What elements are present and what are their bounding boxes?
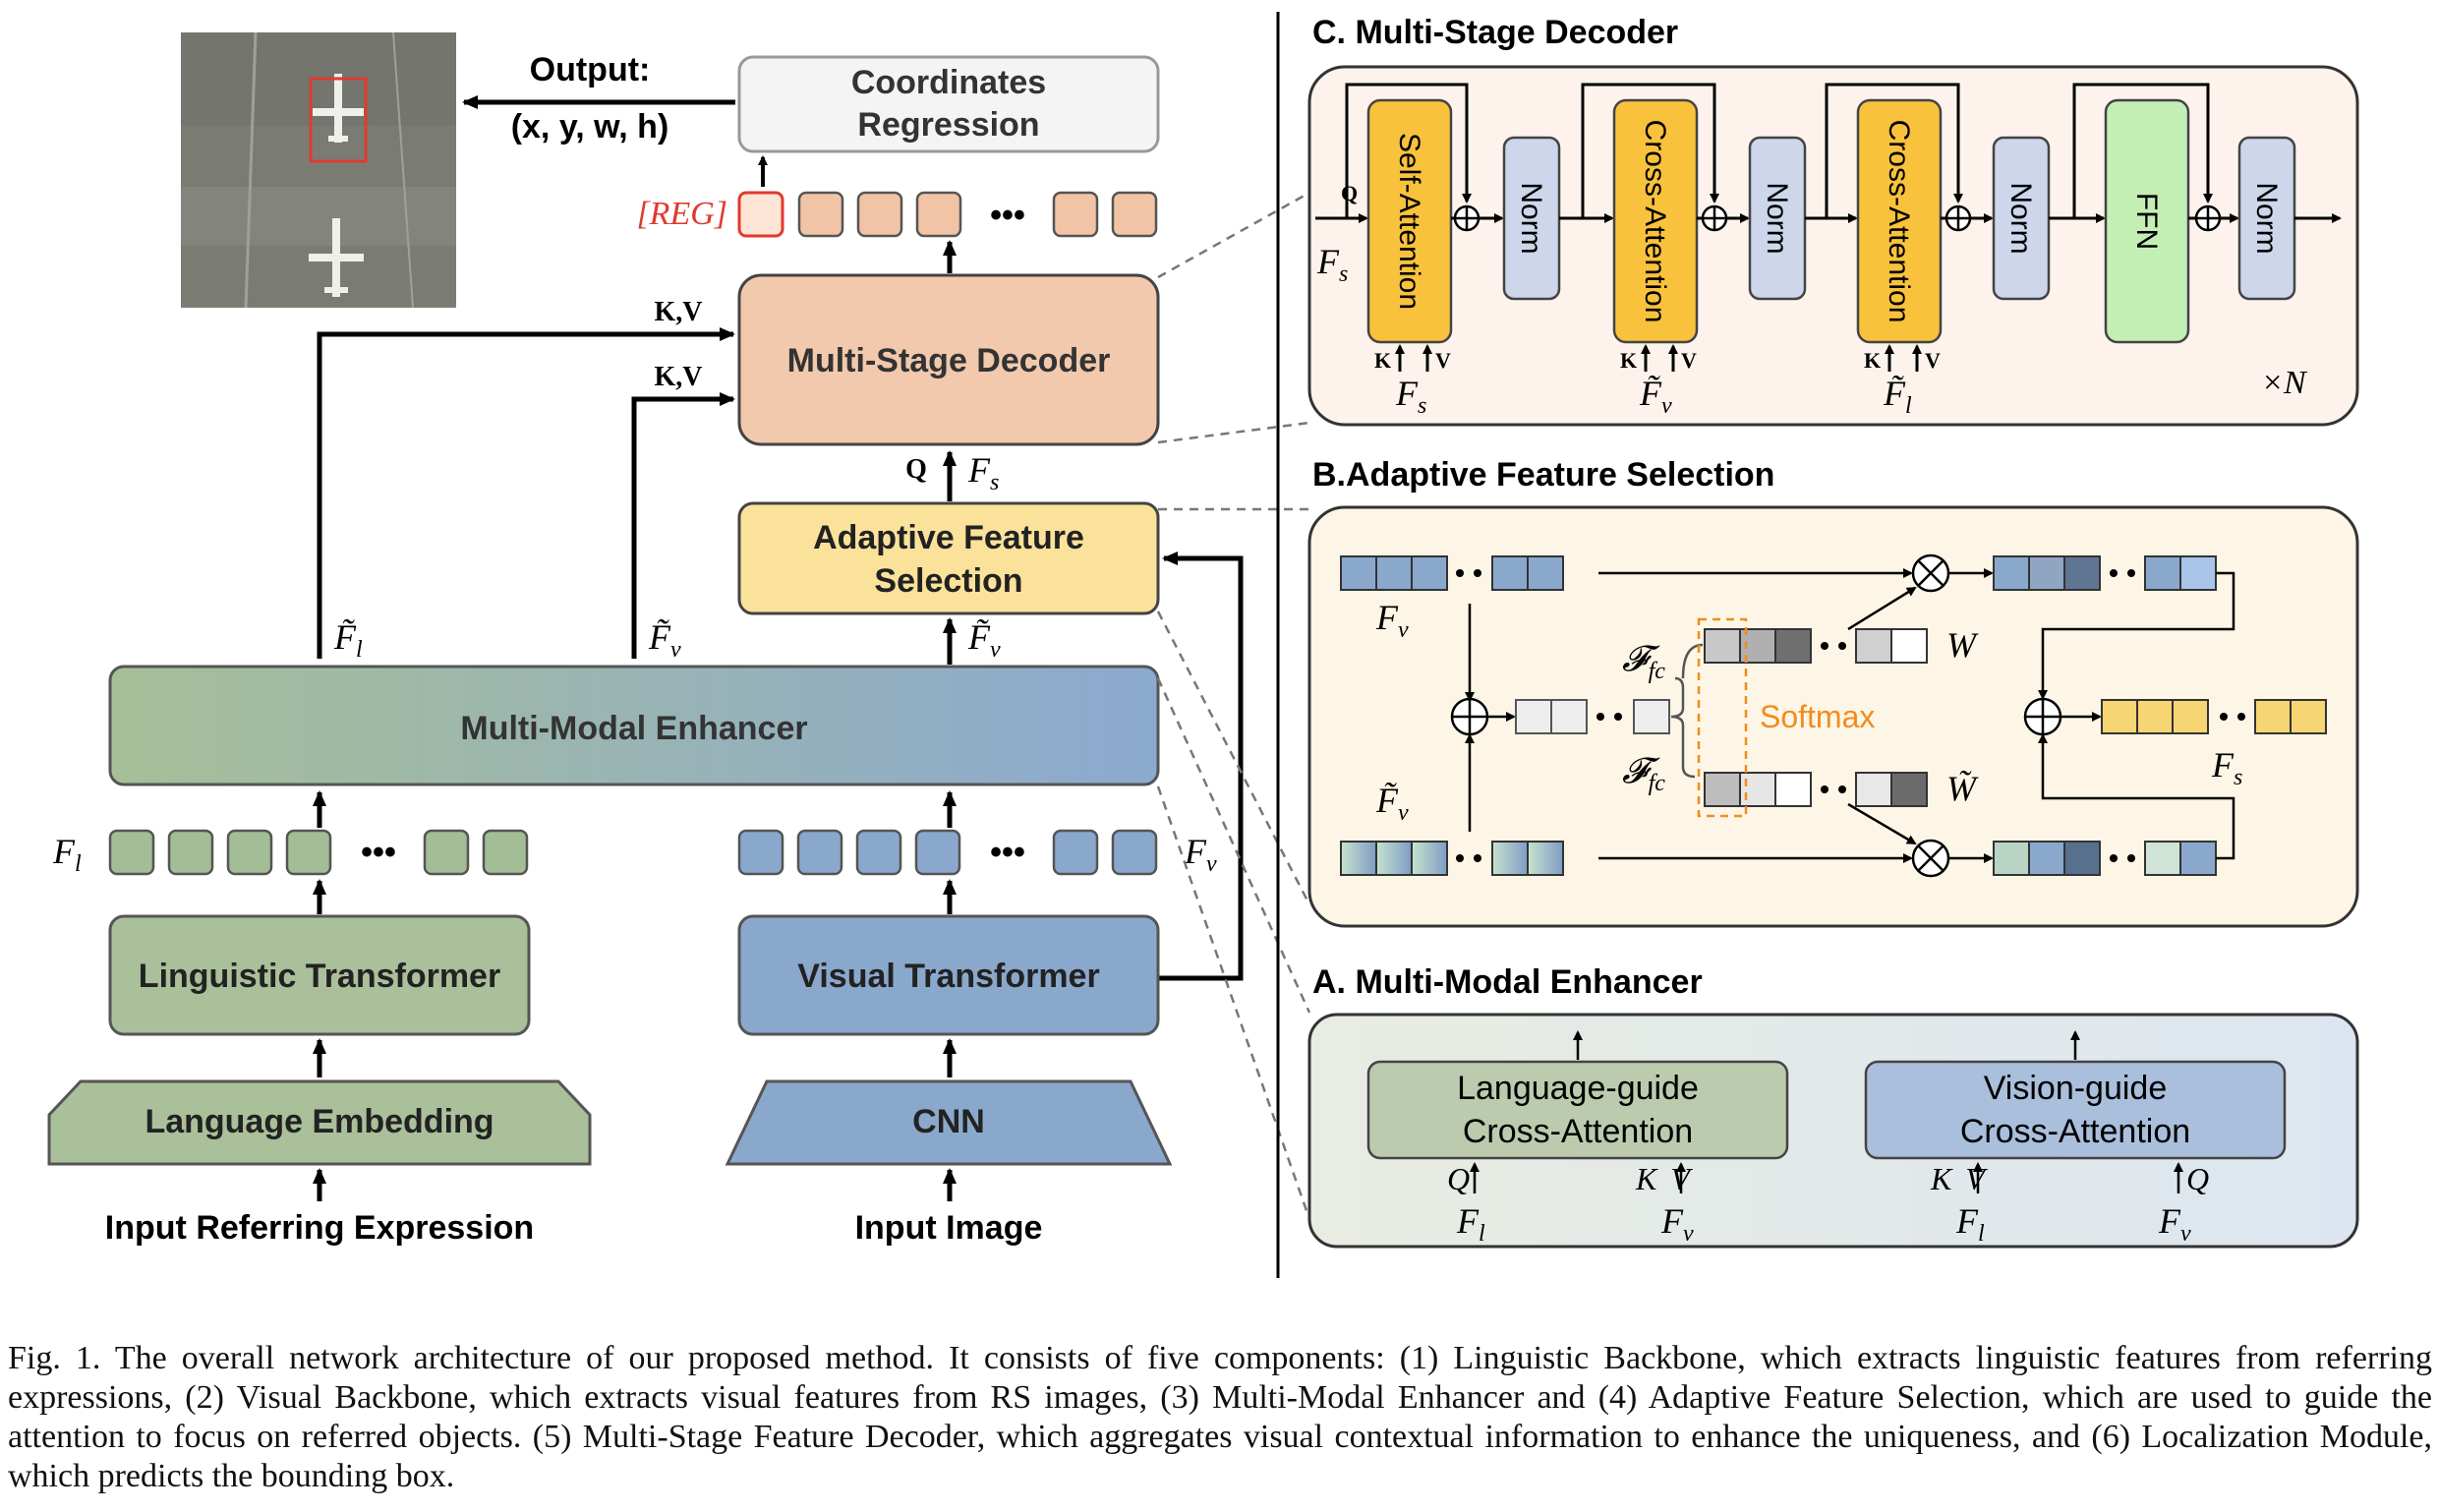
softmax-label: Softmax — [1760, 699, 1875, 734]
lang-guide-line1: Language-guide — [1457, 1070, 1699, 1107]
coordinates-regression-line1: Coordinates — [851, 64, 1046, 101]
lang-guide-line2: Cross-Attention — [1463, 1113, 1693, 1150]
panel-a-title: A. Multi-Modal Enhancer — [1312, 963, 1703, 1001]
output-value: (x, y, w, h) — [511, 108, 669, 145]
visual-tokens — [737, 829, 1158, 876]
w-tilde-strip — [1704, 772, 1928, 807]
linguistic-transformer-box — [108, 914, 531, 1036]
airplane-icon — [309, 218, 364, 297]
panel-c-q: Q — [1341, 181, 1358, 205]
w-label: W — [1946, 625, 1979, 665]
afs-line2: Selection — [874, 562, 1022, 600]
fl-label: Fl — [52, 832, 82, 877]
cross-attention-block-2 — [1856, 98, 1943, 344]
self-attention-label: Self-Attention — [1393, 133, 1425, 310]
language-guide-cross-attention-box — [1366, 1060, 1789, 1160]
fused-strip — [1515, 699, 1670, 734]
fs-label: Fs — [967, 450, 999, 495]
linguistic-tokens — [108, 829, 529, 876]
fs-strip — [2101, 699, 2327, 734]
cross-attention-label-1: Cross-Attention — [1639, 120, 1671, 323]
figure-caption: Fig. 1. The overall network architecture… — [8, 1340, 2432, 1494]
vision-guide-cross-attention-box — [1864, 1060, 2287, 1160]
panel-c-k2: K — [1620, 348, 1637, 373]
norm-label-1: Norm — [1515, 182, 1547, 254]
vis-guide-line2: Cross-Attention — [1960, 1113, 2190, 1150]
self-attention-block — [1366, 98, 1453, 344]
visual-token-ellipsis: ••• — [990, 834, 1025, 871]
panel-a-q2: Q — [2186, 1161, 2209, 1196]
visual-transformer-box — [737, 914, 1160, 1036]
language-embedding-label: Language Embedding — [145, 1103, 493, 1140]
satellite-image — [181, 31, 456, 309]
norm-label-3: Norm — [2004, 182, 2037, 254]
multi-stage-decoder-box — [737, 273, 1160, 446]
visual-transformer-label: Visual Transformer — [797, 958, 1099, 995]
fv-tilde-label: F̃v — [648, 617, 681, 663]
panel-c-fl-tilde: F̃l — [1883, 374, 1912, 419]
panel-c-v2: V — [1681, 348, 1697, 373]
kv-inputs — [1395, 344, 1922, 372]
times-n-label: ×N — [2261, 365, 2308, 401]
fv-label: Fv — [1184, 832, 1217, 877]
panel-b-title: B.Adaptive Feature Selection — [1312, 456, 1774, 494]
fv-strip — [1340, 555, 1564, 591]
softmax-box — [1697, 617, 1748, 818]
panel-b-box — [1307, 505, 2359, 928]
input-referring-expression-label: Input Referring Expression — [105, 1209, 534, 1247]
panel-connectors — [1156, 191, 1311, 1220]
panel-b-fs: Fs — [2211, 745, 2242, 790]
input-image-label: Input Image — [855, 1209, 1043, 1247]
w-tilde-label: W̃ — [1946, 769, 1979, 808]
fv-tilde-strip — [1340, 841, 1564, 876]
kv-label-2: K,V — [655, 362, 703, 392]
coordinates-regression-box — [737, 55, 1160, 153]
airplane-icon — [313, 74, 364, 143]
ffn-label: FFN — [2130, 193, 2163, 250]
panel-a-q1: Q — [1447, 1161, 1470, 1196]
panel-a-fv-1: Fv — [1660, 1201, 1694, 1247]
kv-label-1: K,V — [655, 297, 703, 327]
multi-modal-enhancer-label: Multi-Modal Enhancer — [460, 710, 807, 747]
adaptive-feature-selection-box — [737, 501, 1160, 615]
panel-c-k3: K — [1864, 348, 1881, 373]
panel-c-title: C. Multi-Stage Decoder — [1312, 14, 1678, 51]
panel-c-v1: V — [1435, 348, 1451, 373]
panel-c-box — [1307, 65, 2359, 427]
vis-guide-line1: Vision-guide — [1984, 1070, 2168, 1107]
cross-attention-block-1 — [1612, 98, 1699, 344]
panel-a-inputs — [1470, 1162, 2183, 1193]
panel-c-v3: V — [1925, 348, 1941, 373]
q-label: Q — [905, 454, 927, 485]
reg-token-label: [REG] — [636, 196, 727, 232]
cnn-box — [725, 1079, 1173, 1166]
linguistic-transformer-label: Linguistic Transformer — [139, 958, 500, 995]
norm-label-2: Norm — [1761, 182, 1793, 254]
multi-modal-enhancer-box — [108, 665, 1160, 786]
norm-label-4: Norm — [2250, 182, 2283, 254]
bounding-box — [309, 77, 368, 163]
language-embedding-box — [47, 1079, 592, 1166]
weighted-fv-strip — [1993, 555, 2217, 591]
panel-c-k1: K — [1374, 348, 1391, 373]
decoder-output-tokens — [797, 191, 1158, 238]
coordinates-regression-line2: Regression — [857, 106, 1039, 144]
fv-tilde-label-3: F̃v — [967, 617, 1001, 663]
linguistic-token-ellipsis: ••• — [361, 834, 396, 871]
afs-line1: Adaptive Feature — [813, 519, 1084, 556]
weighted-fv-tilde-strip — [1993, 841, 2217, 876]
ffn-block — [2104, 98, 2190, 344]
reg-token — [737, 191, 784, 238]
fl-tilde-label: F̃l — [333, 617, 363, 663]
token-ellipsis: ••• — [990, 197, 1025, 234]
multi-stage-decoder-label: Multi-Stage Decoder — [787, 342, 1111, 379]
output-label: Output: — [530, 51, 651, 88]
cross-attention-label-2: Cross-Attention — [1883, 120, 1915, 323]
cnn-label: CNN — [912, 1103, 985, 1140]
